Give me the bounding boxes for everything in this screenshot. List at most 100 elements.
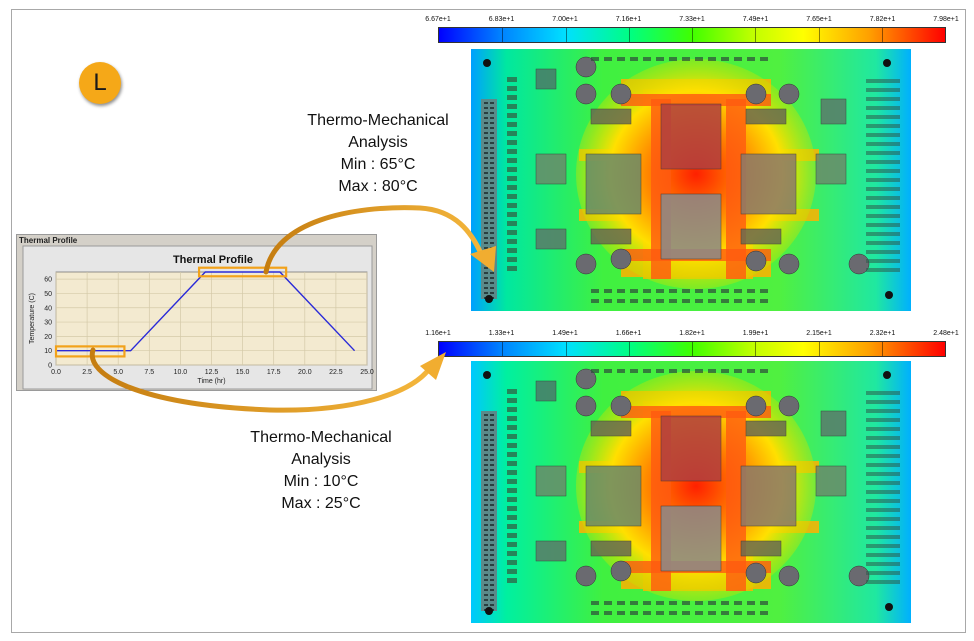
capacitor	[610, 248, 632, 270]
chip	[535, 465, 567, 497]
connector-pin	[484, 232, 488, 234]
small-component	[708, 57, 716, 61]
small-component	[760, 369, 768, 373]
small-component	[866, 571, 900, 575]
small-component	[866, 544, 900, 548]
small-component	[866, 472, 900, 476]
connector-pin	[490, 227, 494, 229]
small-component	[747, 289, 755, 293]
connector-pin	[484, 242, 488, 244]
connector-pin	[490, 429, 494, 431]
mounting-hole	[485, 607, 493, 615]
small-component	[734, 289, 742, 293]
connector-pin	[490, 137, 494, 139]
small-component	[507, 425, 517, 430]
connector-pin	[490, 419, 494, 421]
connector-pin	[490, 519, 494, 521]
connector-pin	[484, 469, 488, 471]
colorbar-tick-label: 2.15e+1	[806, 330, 832, 337]
connector-pin	[490, 207, 494, 209]
small-component	[656, 601, 664, 605]
small-component	[866, 391, 900, 395]
arrow-to-cold-map	[89, 347, 433, 413]
small-component	[669, 299, 677, 303]
chip	[585, 153, 642, 215]
x-tick-label: 22.5	[329, 369, 343, 376]
colorbar-tick-label: 7.00e+1	[552, 16, 578, 23]
connector-pin	[484, 514, 488, 516]
small-component	[617, 299, 625, 303]
small-component	[643, 289, 651, 293]
connector-pin	[490, 459, 494, 461]
connector-pin	[484, 569, 488, 571]
colorbar-tick	[692, 28, 693, 42]
connector-pin	[484, 454, 488, 456]
small-component	[866, 232, 900, 236]
small-component	[734, 611, 742, 615]
chip	[660, 103, 722, 170]
connector-pin	[490, 539, 494, 541]
small-component	[507, 434, 517, 439]
small-component	[507, 488, 517, 493]
colorbar-tick-label: 7.98e+1	[933, 16, 959, 23]
connector-pin	[484, 474, 488, 476]
small-component	[866, 115, 900, 119]
heat-channel	[621, 406, 771, 418]
small-component	[507, 569, 517, 574]
connector-pin	[490, 272, 494, 274]
bottom-analysis-max: Max : 25°C	[281, 495, 361, 512]
connector-pin	[484, 117, 488, 119]
small-component	[695, 369, 703, 373]
small-component	[866, 196, 900, 200]
small-component	[721, 299, 729, 303]
connector-pin	[490, 162, 494, 164]
chip	[590, 420, 632, 437]
connector-pin	[484, 137, 488, 139]
connector-pin	[484, 549, 488, 551]
connector-pin	[484, 489, 488, 491]
capacitor	[848, 565, 870, 587]
connector-pin	[484, 439, 488, 441]
small-component	[507, 194, 517, 199]
capacitor	[610, 560, 632, 582]
top-analysis-line1: Thermo-Mechanical	[307, 112, 449, 129]
connector-pin	[490, 499, 494, 501]
small-component	[866, 205, 900, 209]
small-component	[507, 266, 517, 271]
small-component	[695, 289, 703, 293]
grid-lines	[55, 272, 368, 366]
small-component	[866, 517, 900, 521]
y-axis-label: Temperature (C)	[29, 293, 36, 344]
bottom-analysis-min: Min : 10°C	[283, 473, 359, 490]
small-component	[734, 601, 742, 605]
chart-title: Thermal Profile	[173, 254, 253, 266]
chip	[590, 108, 632, 125]
connector-pin	[484, 604, 488, 606]
colorbar-tick	[565, 342, 567, 356]
small-component	[695, 601, 703, 605]
small-component	[656, 611, 664, 615]
small-component	[866, 79, 900, 83]
connector-pin	[484, 187, 488, 189]
small-component	[591, 369, 599, 373]
small-component	[866, 169, 900, 173]
capacitor	[575, 253, 597, 275]
connector-pin	[490, 157, 494, 159]
chip	[740, 153, 797, 215]
capacitor	[745, 83, 767, 105]
x-axis-label: Time (hr)	[197, 378, 225, 385]
capacitor	[575, 565, 597, 587]
small-component	[734, 369, 742, 373]
connector-pin	[490, 439, 494, 441]
connector-pin	[490, 147, 494, 149]
colorbar-tick	[818, 342, 820, 356]
small-component	[866, 463, 900, 467]
chip	[535, 380, 557, 402]
capacitor	[575, 395, 597, 417]
small-component	[507, 497, 517, 502]
connector-pin	[484, 182, 488, 184]
small-component	[507, 95, 517, 100]
small-component	[591, 611, 599, 615]
small-component	[708, 369, 716, 373]
